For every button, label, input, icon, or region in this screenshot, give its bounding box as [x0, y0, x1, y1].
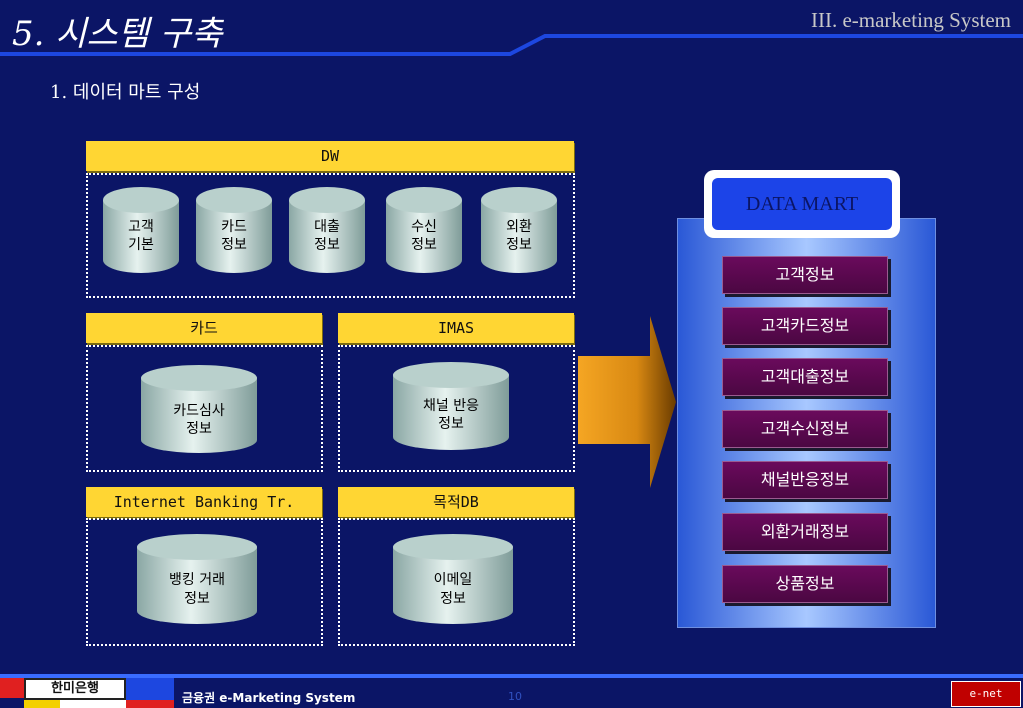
internet-banking-header: Internet Banking Tr. [86, 487, 322, 517]
data-mart-item: 채널반응정보 [722, 461, 888, 499]
cylinder-label-line2: 정보 [184, 591, 210, 607]
cylinder-label-line2: 정보 [440, 591, 466, 607]
data-mart-item: 고객정보 [722, 256, 888, 294]
cylinder-label-line1: 외환 [506, 219, 532, 235]
card-box [86, 345, 323, 472]
bank-logo-text: 한미은행 [51, 681, 99, 696]
cylinder-label-line1: 고객 [128, 219, 154, 235]
data-mart-title: DATA MART [712, 178, 892, 230]
imas-box [338, 345, 575, 472]
footer-yellow-block [24, 700, 60, 708]
cylinder-label-line2: 기본 [128, 237, 154, 253]
cylinder-label-line1: 뱅킹 거래 [169, 572, 225, 588]
dw-cylinder-4: 수신 정보 [386, 186, 462, 274]
internet-banking-box [86, 518, 323, 646]
cylinder-label-line2: 정보 [411, 237, 437, 253]
card-cylinder: 카드심사 정보 [141, 364, 257, 454]
imas-header: IMAS [338, 313, 574, 343]
purpose-db-box [338, 518, 575, 646]
dw-header: DW [86, 141, 574, 171]
dw-box [86, 173, 575, 298]
cylinder-label-line2: 정보 [506, 237, 532, 253]
bank-logo: 한미은행 [24, 678, 126, 700]
cylinder-label-line2: 정보 [438, 416, 464, 432]
cylinder-label-line1: 카드심사 [173, 403, 225, 419]
footer-red-block [0, 678, 24, 698]
footer-blue-block [126, 678, 174, 700]
page-title: 5. 시스템 구축 [12, 14, 223, 54]
imas-cylinder: 채널 반응 정보 [393, 361, 509, 451]
card-header: 카드 [86, 313, 322, 343]
data-mart-item: 고객카드정보 [722, 307, 888, 345]
title-underline [0, 34, 1023, 56]
section-label: III. e-marketing System [810, 8, 1011, 32]
purpose-db-cylinder: 이메일 정보 [393, 533, 513, 625]
footer-red-block-2 [126, 700, 174, 708]
subtitle: 1. 데이터 마트 구성 [50, 82, 201, 103]
data-mart-item: 상품정보 [722, 565, 888, 603]
dw-cylinder-3: 대출 정보 [289, 186, 365, 274]
footer-white-block [60, 700, 126, 708]
cylinder-label-line1: 이메일 [433, 572, 473, 588]
data-mart-item: 고객수신정보 [722, 410, 888, 448]
footer-divider [0, 674, 1023, 678]
purpose-db-header: 목적DB [338, 487, 574, 517]
flow-arrow [578, 316, 676, 488]
cylinder-label-line2: 정보 [186, 421, 212, 437]
cylinder-label-line1: 대출 [314, 219, 340, 235]
dw-cylinder-2: 카드 정보 [196, 186, 272, 274]
cylinder-label-line2: 정보 [314, 237, 340, 253]
cylinder-label-line2: 정보 [221, 237, 247, 253]
dw-cylinder-5: 외환 정보 [481, 186, 557, 274]
page-number: 10 [508, 690, 522, 703]
cylinder-label-line1: 채널 반응 [423, 398, 479, 414]
cylinder-label-line1: 카드 [221, 219, 247, 235]
data-mart-item: 외환거래정보 [722, 513, 888, 551]
cylinder-label-line1: 수신 [411, 219, 437, 235]
footer-bottom-strip [0, 700, 1023, 708]
data-mart-item: 고객대출정보 [722, 358, 888, 396]
dw-cylinder-1: 고객 기본 [103, 186, 179, 274]
internet-banking-cylinder: 뱅킹 거래 정보 [137, 533, 257, 625]
footer-title: 금융권 e-Marketing System [182, 691, 356, 705]
corp-logo: e-net [951, 681, 1021, 707]
